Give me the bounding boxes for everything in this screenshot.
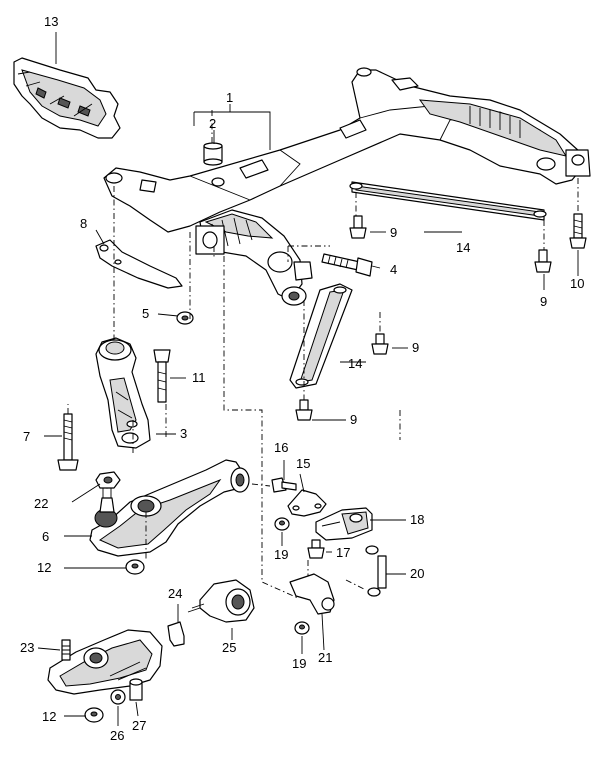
callout-27: 27: [132, 718, 146, 733]
leader-lines: [37, 32, 579, 726]
callout-8: 8: [80, 216, 87, 231]
lower-bracket-part: [289, 573, 335, 615]
callout-2: 2: [209, 116, 216, 131]
bolt-part: [569, 213, 587, 249]
clip-part: [167, 621, 185, 647]
callout-15: 15: [296, 456, 310, 471]
callout-9-d: 9: [350, 412, 357, 427]
callout-12-b: 12: [42, 709, 56, 724]
bolt-part: [295, 399, 313, 421]
callout-labels: 1 2 3 4 5 6 7 8 9 9 9 9 10 11 12 12 13 1…: [20, 14, 584, 743]
callout-12-a: 12: [37, 560, 51, 575]
callout-21: 21: [318, 650, 332, 665]
callout-26: 26: [110, 728, 124, 743]
sensor-bracket-part: [287, 489, 327, 517]
callout-11: 11: [192, 370, 206, 385]
callout-22: 22: [34, 496, 48, 511]
bolt-part: [293, 253, 373, 281]
callout-20: 20: [410, 566, 424, 581]
bolt-part: [349, 215, 367, 239]
callout-14-b: 14: [348, 356, 362, 371]
callout-23: 23: [20, 640, 34, 655]
callout-9-c: 9: [412, 340, 419, 355]
callout-9-a: 9: [390, 225, 397, 240]
callout-24: 24: [168, 586, 182, 601]
callout-19-a: 19: [274, 547, 288, 562]
tie-bar-part: [289, 283, 353, 389]
sleeve-part: [129, 678, 143, 701]
nut-part: [95, 471, 121, 489]
long-bolt-part: [57, 413, 79, 471]
callout-5: 5: [142, 306, 149, 321]
bracket-plate-part: [95, 239, 183, 289]
bolt-part: [271, 477, 297, 493]
bolt-part: [534, 249, 552, 273]
callout-4: 4: [390, 262, 397, 277]
callout-25: 25: [222, 640, 236, 655]
nut-part: [176, 311, 194, 325]
heat-shield-part: [13, 57, 121, 139]
nut-part: [125, 559, 145, 575]
knuckle-part: [47, 629, 163, 695]
callout-7: 7: [23, 429, 30, 444]
callout-3: 3: [180, 426, 187, 441]
callout-17: 17: [336, 545, 350, 560]
callout-9-b: 9: [540, 294, 547, 309]
callout-10: 10: [570, 276, 584, 291]
nut-part: [110, 689, 126, 705]
subframe-crossmember-part: [103, 67, 591, 306]
callout-14-a: 14: [456, 240, 470, 255]
callout-19-b: 19: [292, 656, 306, 671]
control-arm-part: [89, 459, 250, 557]
nut-part: [84, 707, 104, 723]
callout-18: 18: [410, 512, 424, 527]
callout-6: 6: [42, 529, 49, 544]
nut-part: [294, 621, 310, 635]
callout-1: 1: [226, 90, 233, 105]
callout-16: 16: [274, 440, 288, 455]
assembly-lines: [67, 110, 579, 599]
bolt-part: [153, 349, 171, 403]
bushing-part: [203, 142, 223, 166]
callout-13: 13: [44, 14, 58, 29]
tie-bar-part: [349, 181, 547, 221]
bolt-part: [307, 539, 325, 559]
engine-mount-part: [95, 337, 151, 449]
level-sensor-part: [315, 507, 373, 541]
bushing-mount-part: [187, 579, 255, 623]
bolt-part: [371, 333, 389, 355]
nut-part: [274, 517, 290, 531]
link-rod-part: [365, 545, 387, 597]
